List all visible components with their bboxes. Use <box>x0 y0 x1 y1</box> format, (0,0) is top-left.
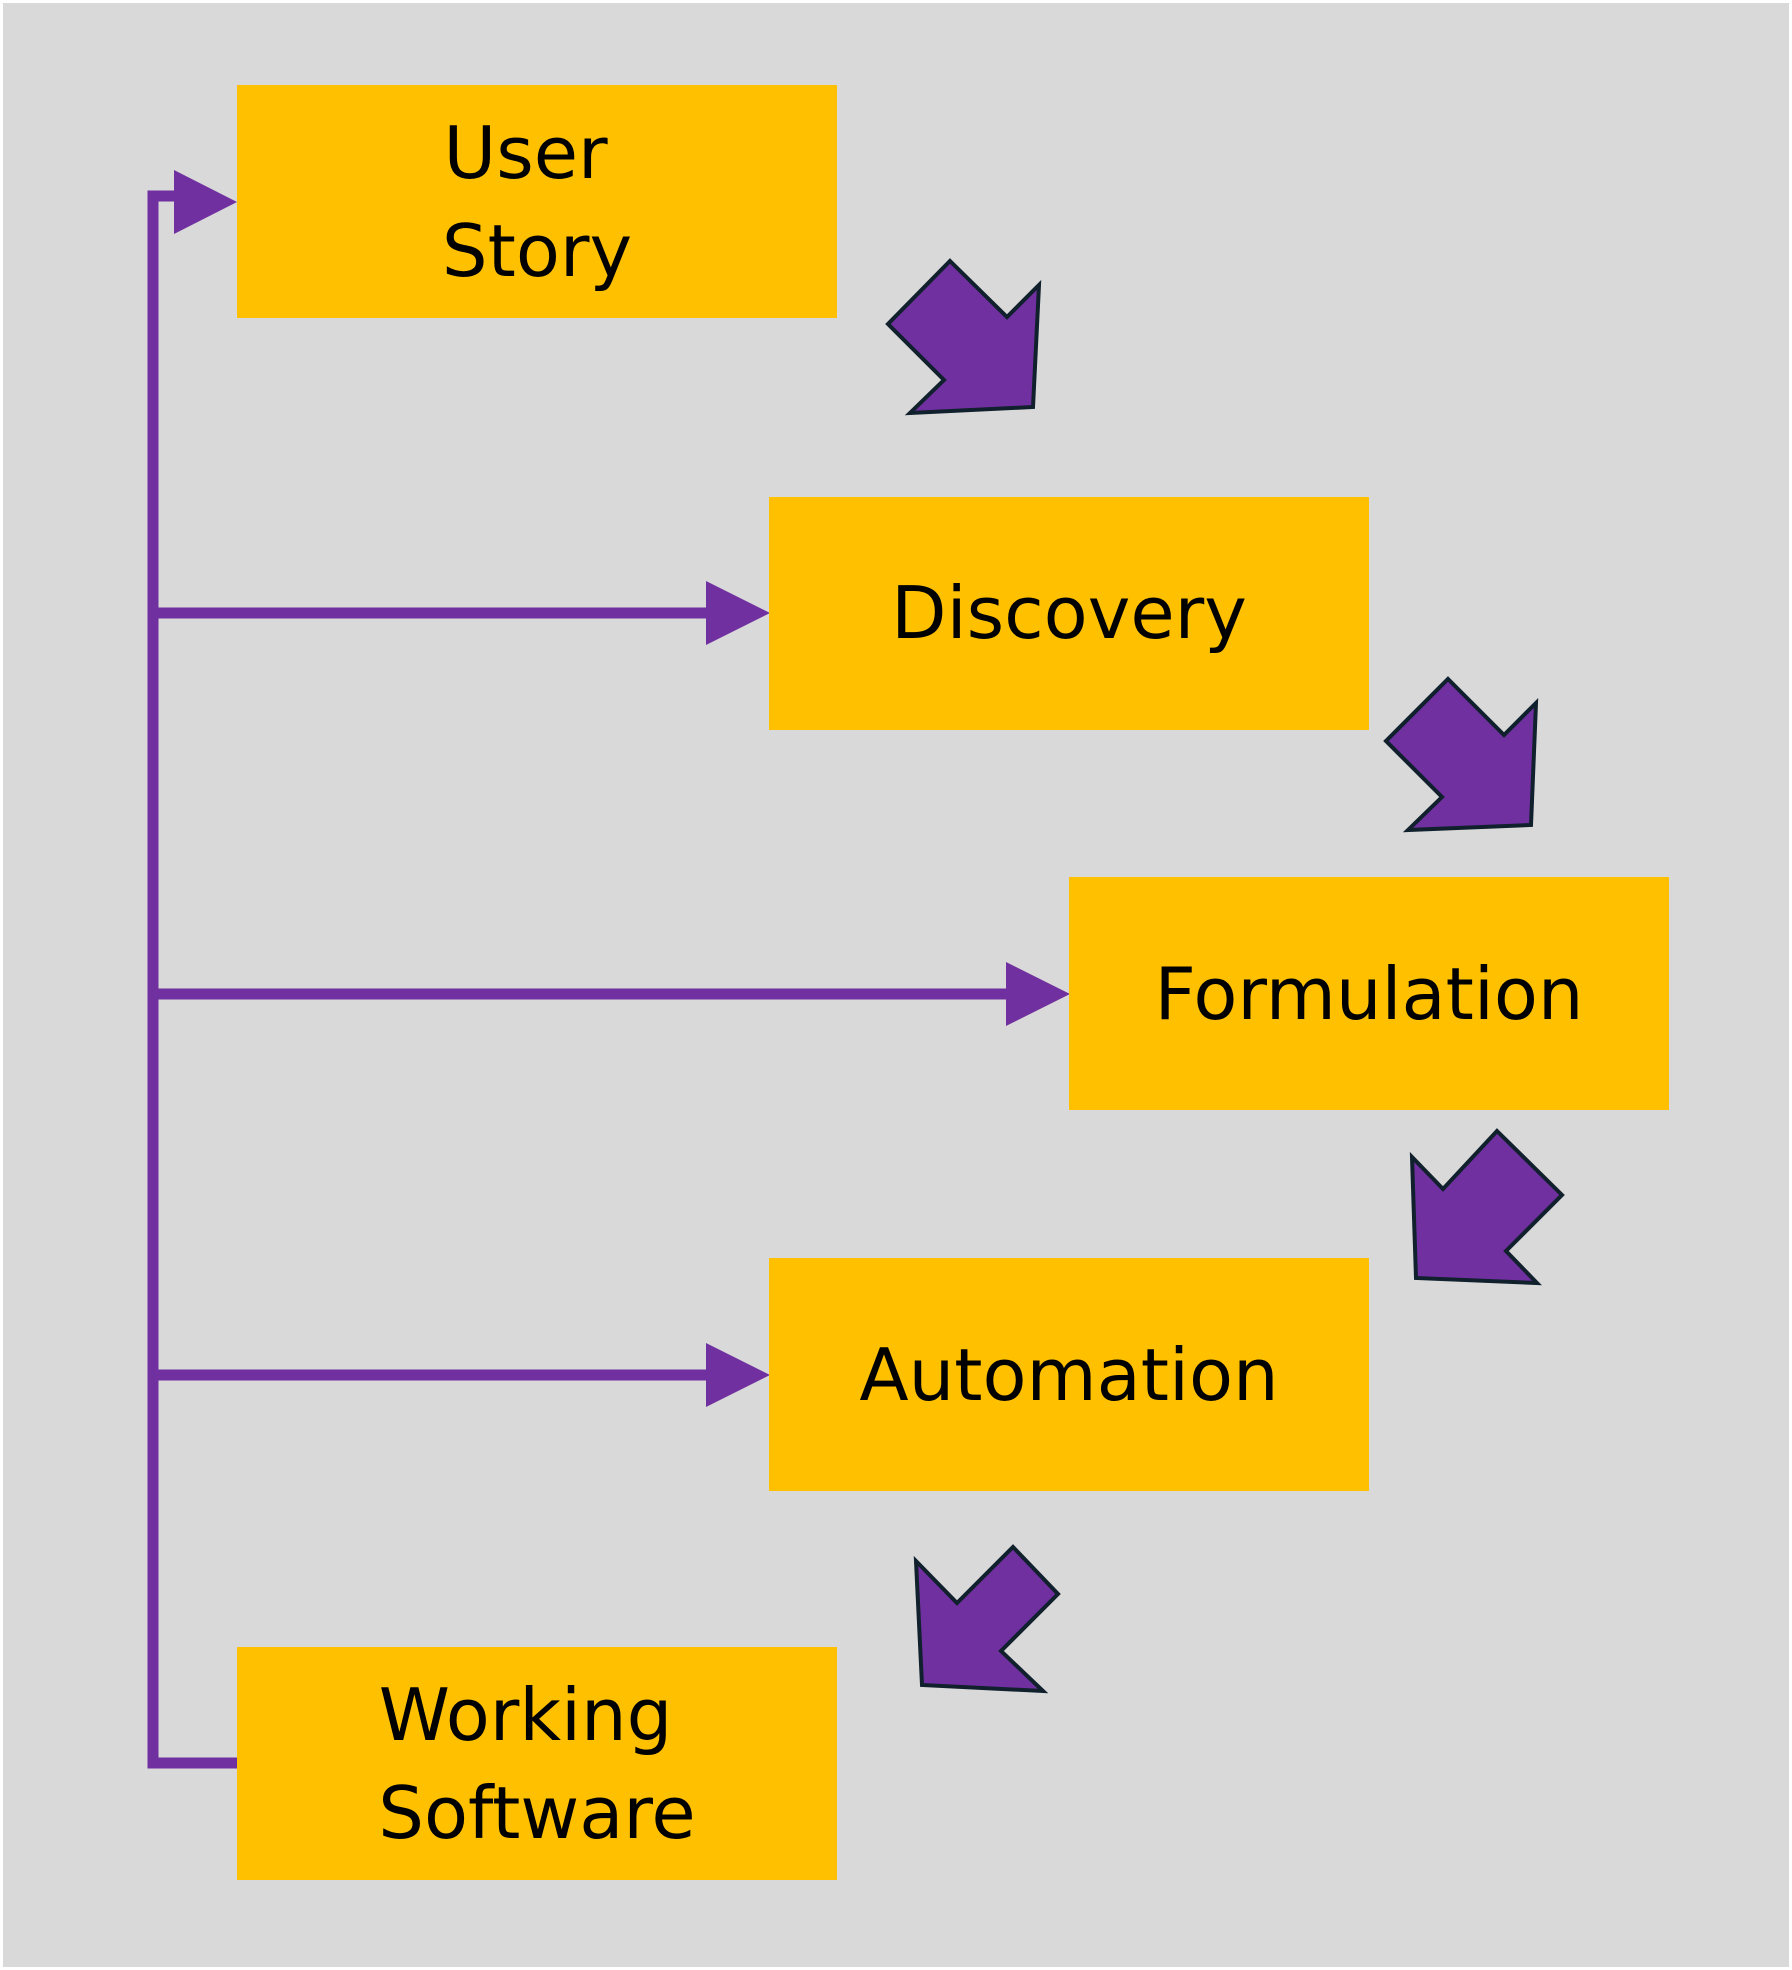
flow-arrows <box>885 258 1565 1694</box>
step-label-line: Story <box>442 209 632 293</box>
svg-text:Discovery: Discovery <box>891 571 1247 655</box>
feedback-arrowhead-formulation <box>1006 962 1070 1026</box>
down-left-block-arrow-icon <box>913 1544 1061 1694</box>
feedback-arrowhead-user-story <box>174 170 237 234</box>
svg-text:Automation: Automation <box>859 1333 1278 1417</box>
down-right-block-arrow-icon <box>885 258 1042 416</box>
svg-text:Working Software: Working Software <box>378 1673 695 1855</box>
feedback-arrowheads <box>174 170 1070 1407</box>
step-box <box>769 1258 1369 1491</box>
step-label-line: Software <box>378 1771 695 1855</box>
step-working-software: Working Software <box>237 1647 837 1880</box>
step-box <box>769 497 1369 730</box>
step-box <box>237 85 837 318</box>
svg-text:User Story: User Story <box>442 111 632 293</box>
feedback-main-path <box>147 190 237 1769</box>
step-box <box>1069 877 1669 1110</box>
step-box <box>237 1647 837 1880</box>
feedback-loop <box>147 190 1012 1769</box>
step-discovery: Discovery <box>769 497 1369 730</box>
down-right-block-arrow-icon <box>1383 676 1539 833</box>
feedback-arrowhead-discovery <box>706 581 770 645</box>
step-automation: Automation <box>769 1258 1369 1491</box>
down-left-block-arrow-icon <box>1409 1128 1565 1286</box>
step-label-line: Working <box>379 1673 673 1757</box>
step-label-line: User <box>444 111 609 195</box>
step-label-line: Discovery <box>891 571 1247 655</box>
step-user-story: User Story <box>237 85 837 318</box>
step-label-line: Formulation <box>1154 952 1583 1036</box>
step-label-line: Automation <box>859 1333 1278 1417</box>
step-formulation: Formulation <box>1069 877 1669 1110</box>
svg-text:Formulation: Formulation <box>1154 952 1583 1036</box>
feedback-arrowhead-automation <box>706 1343 770 1407</box>
